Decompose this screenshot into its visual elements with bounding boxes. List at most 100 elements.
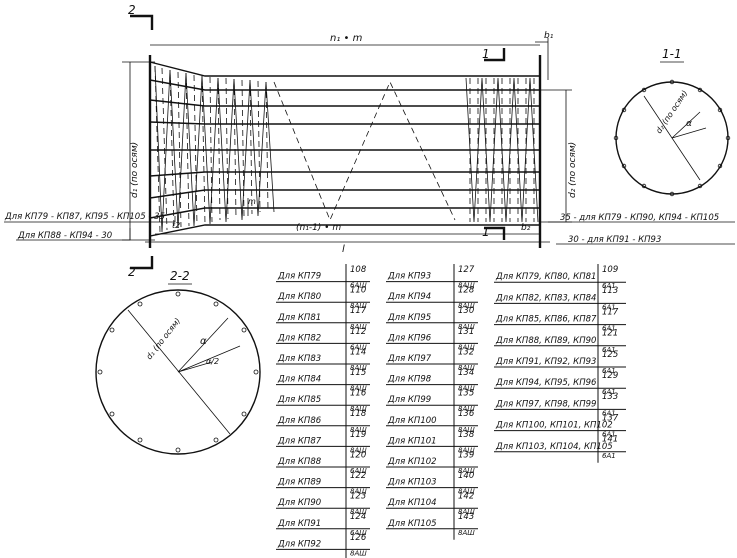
- row-bar-number: 124: [350, 512, 366, 522]
- spiral-zone-right: [465, 77, 539, 223]
- dim-m-label: m: [248, 197, 256, 206]
- row-steel-grade: 8AШ: [350, 508, 367, 516]
- row-label: Для КП100: [387, 416, 437, 426]
- row-steel-grade: 6AШ: [350, 282, 367, 290]
- row-steel-grade: 8AШ: [458, 446, 475, 454]
- row-steel-grade: 6AШ: [350, 467, 367, 475]
- row-steel-grade: 8AШ: [458, 343, 475, 351]
- row-label: Для КП90: [277, 498, 321, 508]
- row-steel-grade: 6A1: [602, 452, 616, 460]
- row-bar-number: 135: [458, 389, 474, 399]
- row-steel-grade: 8AШ: [350, 446, 367, 454]
- table-row: Для КП90 123 8AШ: [276, 492, 370, 516]
- row-steel-grade: 6AШ: [350, 529, 367, 537]
- section-2-2: 2-2 d₁ (по осям) α α/2: [95, 269, 261, 455]
- row-label: Для КП87: [277, 436, 322, 446]
- row-label: Для КП94: [387, 292, 431, 302]
- row-steel-grade: 8AШ: [350, 385, 367, 393]
- row-label: Для КП98: [387, 375, 432, 385]
- row-bar-number: 126: [350, 533, 367, 543]
- section-1-1-title: 1-1: [662, 47, 682, 61]
- row-bar-number: 137: [602, 413, 619, 423]
- row-bar-number: 116: [350, 389, 367, 399]
- dim-top-label: n₁ • m: [330, 33, 363, 44]
- row-bar-number: 129: [602, 371, 618, 381]
- row-label: Для КП84: [277, 375, 321, 385]
- row-bar-number: 128: [458, 286, 475, 296]
- row-steel-grade: 8AШ: [458, 467, 475, 475]
- section-1-1: 1-1 d₂ (по осям) α: [613, 47, 731, 197]
- dim-b2-label: b₂: [521, 223, 531, 233]
- row-bar-number: 133: [602, 392, 618, 402]
- row-bar-number: 117: [602, 307, 619, 317]
- row-bar-number: 121: [602, 329, 618, 339]
- section-1-1-bars: [613, 79, 731, 197]
- row-bar-number: 115: [350, 368, 366, 378]
- row-steel-grade: 6A1: [602, 367, 616, 375]
- row-steel-grade: 6A1: [602, 325, 616, 333]
- row-steel-grade: 8AШ: [458, 405, 475, 413]
- row-label: Для КП100, КП101, КП102: [495, 421, 613, 431]
- row-label: Для КП88: [277, 457, 322, 467]
- table-row: Для КП88 120 6AШ: [276, 450, 370, 475]
- row-label: Для КП91: [277, 519, 321, 529]
- row-steel-grade: 8AШ: [458, 488, 475, 496]
- section-2-2-diameter: d₁ (по осям): [144, 316, 182, 361]
- row-bar-number: 122: [350, 471, 366, 481]
- table-row: Для КП87 119 8AШ: [276, 430, 370, 454]
- row-label: Для КП104: [387, 498, 437, 508]
- section-2-2-half-angle: α/2: [206, 357, 219, 366]
- row-steel-grade: 8AШ: [458, 282, 475, 290]
- row-label: Для КП103: [387, 478, 437, 488]
- row-steel-grade: 6AШ: [350, 343, 367, 351]
- row-label: Для КП96: [387, 333, 432, 343]
- section-2-2-bars: [97, 291, 259, 453]
- row-bar-number: 130: [458, 306, 474, 316]
- row-label: Для КП91, КП92, КП93: [495, 357, 596, 367]
- row-bar-number: 143: [458, 512, 474, 522]
- row-bar-number: 140: [458, 471, 474, 481]
- row-bar-number: 117: [350, 306, 367, 316]
- row-label: Для КП89: [277, 478, 321, 488]
- row-steel-grade: 8AШ: [350, 323, 367, 331]
- row-label: Для КП102: [387, 457, 437, 467]
- row-steel-grade: 8AШ: [458, 323, 475, 331]
- table-row: Для КП91, КП92, КП93 125 6A1: [494, 350, 626, 375]
- row-label: Для КП94, КП95, КП96: [495, 378, 597, 388]
- row-steel-grade: 8AШ: [350, 302, 367, 310]
- section-1-1-angle: α: [686, 119, 692, 129]
- table-row: Для КП103 140 8AШ: [386, 471, 478, 496]
- section-2-2-angle: α: [200, 336, 207, 347]
- row-bar-number: 119: [350, 430, 366, 440]
- dim-b1-label: b₁: [544, 31, 554, 41]
- row-steel-grade: 6A1: [602, 282, 616, 290]
- dim-d1-label: d₁ (по осям): [130, 142, 140, 198]
- row-label: Для КП99: [387, 395, 431, 405]
- row-bar-number: 134: [458, 368, 474, 378]
- row-label: Для КП79, КП80, КП81: [495, 272, 596, 282]
- row-label: Для КП85: [277, 395, 321, 405]
- main-elevation-view: n₁ • m b₁ d₁ (по осям) d₂ (по осям) (n₁-…: [4, 3, 735, 279]
- note-left-2: Для КП88 - КП94 - 30: [17, 231, 112, 241]
- note-right-1: 35 - для КП79 - КП90, КП94 - КП105: [560, 213, 719, 223]
- row-bar-number: 125: [602, 350, 618, 360]
- row-bar-number: 123: [350, 492, 366, 502]
- row-label: Для КП97, КП98, КП99: [495, 399, 596, 409]
- row-bar-number: 120: [350, 450, 366, 460]
